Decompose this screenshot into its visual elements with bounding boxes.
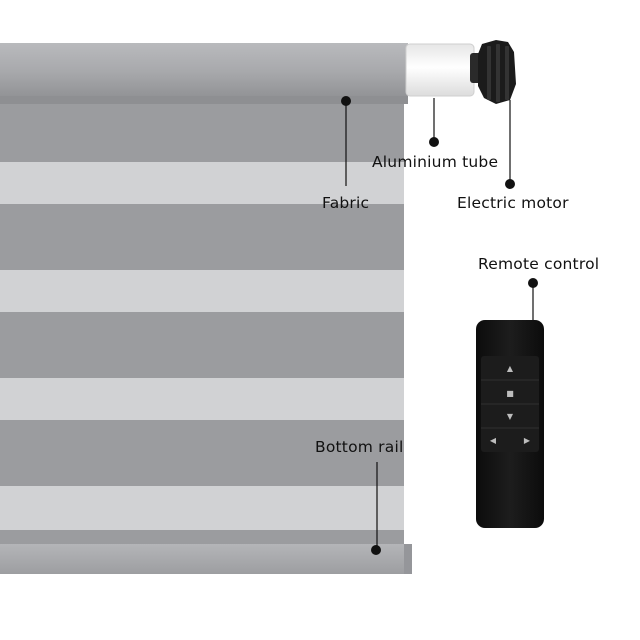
motor-ridge [487, 46, 491, 100]
remote-up-button[interactable]: ▲ [507, 364, 514, 373]
fabric-light-band [0, 270, 404, 312]
cassette [0, 43, 408, 100]
fabric-light-band [0, 162, 404, 204]
remote-control: ▲ ■ ▼ ◀ ▶ [476, 320, 544, 528]
leader-lines [341, 96, 538, 555]
fabric [0, 100, 404, 546]
remote-control-label: Remote control [478, 255, 600, 273]
fabric-dark-band [0, 100, 404, 162]
fabric-light-band [0, 378, 404, 420]
fabric-dark-band [0, 204, 404, 270]
remote-down-button[interactable]: ▼ [507, 412, 514, 421]
fabric-dark-band [0, 420, 404, 486]
bottom-rail-end [404, 544, 412, 574]
fabric-light-band [0, 486, 404, 530]
motor-ridge [505, 46, 509, 100]
fabric-dark-band [0, 312, 404, 378]
fabric-dark-band [0, 530, 404, 546]
cassette-lower-lip [0, 96, 408, 104]
fabric-leader-dot [341, 96, 351, 106]
remote-right-button[interactable]: ▶ [524, 436, 531, 445]
aluminium-tube [405, 43, 475, 97]
remote-left-button[interactable]: ◀ [490, 436, 497, 445]
motor-ridge [496, 44, 500, 102]
fabric-label: Fabric [322, 194, 370, 212]
aluminium-tube-leader-dot [429, 137, 439, 147]
bottom-rail [0, 544, 408, 574]
electric-motor-label: Electric motor [457, 194, 569, 212]
bottom-rail-label: Bottom rail [315, 438, 404, 456]
remote-stop-button[interactable]: ■ [506, 389, 514, 398]
electric-motor-leader-dot [505, 179, 515, 189]
bottom-rail-leader-dot [371, 545, 381, 555]
electric-motor [470, 40, 516, 104]
aluminium-tube-label: Aluminium tube [372, 153, 499, 171]
